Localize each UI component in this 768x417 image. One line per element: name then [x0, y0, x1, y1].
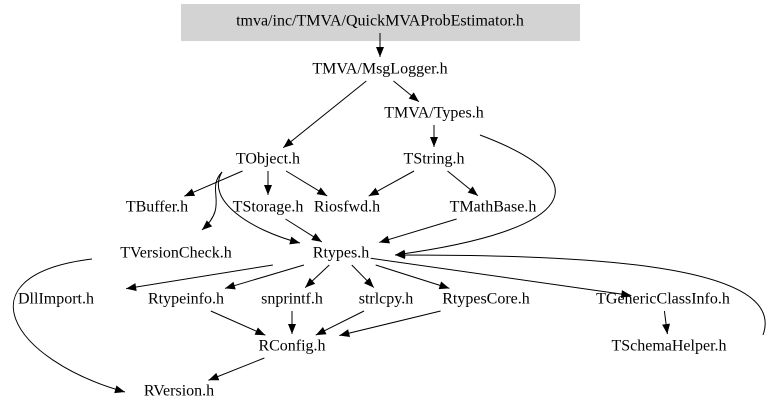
- edge-tversioncheck-to-rversion-arrowhead: [114, 385, 125, 394]
- node-rversion[interactable]: RVersion.h: [144, 383, 214, 400]
- edges: [12, 33, 766, 394]
- edge-tobject-to-riosfwd-arrowhead: [316, 187, 328, 196]
- edge-tobject-to-tbuffer: [184, 170, 243, 197]
- node-dllimport[interactable]: DllImport.h: [18, 291, 94, 308]
- edge-msglogger-to-tobject-arrowhead: [283, 138, 294, 148]
- edge-rtypes-to-rtypeinfo: [224, 264, 305, 289]
- edge-tschemahelper-to-rtypes: [394, 254, 766, 336]
- edge-tstorage-to-rtypes-arrowhead: [311, 233, 322, 242]
- edge-rtypescore-to-rconfig-arrowhead: [339, 329, 351, 338]
- edge-msglogger-to-tobject: [282, 80, 367, 149]
- node-riosfwd[interactable]: Riosfwd.h: [314, 199, 380, 216]
- edge-strlcpy-to-rconfig-arrowhead: [315, 327, 327, 336]
- edge-msglogger-to-types-arrowhead: [408, 92, 419, 102]
- edge-tmathbase-to-rtypes-arrowhead: [379, 235, 390, 244]
- edge-snprintf-to-rconfig-arrowhead: [288, 324, 296, 334]
- edge-tgenericclassinfo-to-tschemahelper-arrowhead: [662, 323, 671, 335]
- node-rtypeinfo[interactable]: Rtypeinfo.h: [148, 291, 224, 308]
- edge-types-to-tstring-arrowhead: [430, 137, 438, 147]
- edge-tobject-to-tstorage-arrowhead: [264, 185, 272, 195]
- node-tschemahelper[interactable]: TSchemaHelper.h: [611, 338, 726, 355]
- node-rconfig[interactable]: RConfig.h: [258, 338, 325, 355]
- edge-tstring-to-tmathbase-arrowhead: [467, 186, 478, 196]
- edge-rtypes-to-snprintf-arrowhead: [305, 277, 316, 288]
- nodes: tmva/inc/TMVA/QuickMVAProbEstimator.hTMV…: [18, 13, 730, 400]
- edge-root-to-msglogger-arrowhead: [376, 47, 384, 57]
- node-strlcpy[interactable]: strlcpy.h: [359, 291, 414, 308]
- edge-tobject-to-tbuffer-arrowhead: [184, 188, 196, 197]
- node-tbuffer[interactable]: TBuffer.h: [126, 199, 188, 216]
- node-types[interactable]: TMVA/Types.h: [384, 105, 483, 122]
- edge-rtypes-to-tgenericclassinfo-arrowhead: [620, 290, 632, 299]
- edge-rconfig-to-rversion: [208, 357, 265, 381]
- edge-rtypescore-to-rconfig: [339, 310, 441, 337]
- edge-tobject-to-rtypes: [217, 171, 301, 244]
- node-rtypes[interactable]: Rtypes.h: [313, 245, 369, 262]
- edge-rtypes-to-rtypescore-arrowhead: [438, 281, 450, 290]
- node-tobject[interactable]: TObject.h: [236, 151, 300, 168]
- edge-tschemahelper-to-rtypes-arrowhead: [395, 251, 405, 259]
- edge-rtypes-to-rtypeinfo-arrowhead: [224, 281, 236, 290]
- edge-tstring-to-riosfwd-arrowhead: [368, 187, 380, 197]
- node-snprintf[interactable]: snprintf.h: [261, 291, 323, 308]
- edge-rtypes-to-strlcpy-arrowhead: [363, 277, 374, 288]
- edge-tversioncheck-to-rversion: [12, 258, 126, 393]
- node-tmathbase[interactable]: TMathBase.h: [450, 199, 537, 216]
- edge-types-to-rtypes: [394, 134, 556, 256]
- node-rtypescore[interactable]: RtypesCore.h: [442, 291, 530, 308]
- edge-tobject-to-rtypes-arrowhead: [289, 236, 300, 245]
- edge-rtypes-to-tgenericclassinfo: [370, 257, 632, 296]
- edge-rconfig-to-rversion-arrowhead: [208, 372, 220, 381]
- node-msglogger[interactable]: TMVA/MsgLogger.h: [312, 61, 447, 78]
- edge-rtypes-to-rtypescore: [375, 264, 450, 289]
- node-tversioncheck[interactable]: TVersionCheck.h: [120, 245, 232, 262]
- node-tstorage[interactable]: TStorage.h: [233, 199, 304, 216]
- edge-rtypes-to-dllimport-arrowhead: [126, 283, 137, 292]
- node-tgenericclassinfo[interactable]: TGenericClassInfo.h: [596, 291, 730, 308]
- edge-tmathbase-to-rtypes: [379, 218, 457, 243]
- edge-rtypes-to-dllimport: [126, 264, 273, 290]
- node-root[interactable]: tmva/inc/TMVA/QuickMVAProbEstimator.h: [236, 13, 524, 30]
- node-tstring[interactable]: TString.h: [404, 151, 465, 168]
- edge-tobject-to-tversioncheck-arrowhead: [202, 220, 213, 230]
- edge-rtypeinfo-to-rconfig-arrowhead: [254, 327, 266, 336]
